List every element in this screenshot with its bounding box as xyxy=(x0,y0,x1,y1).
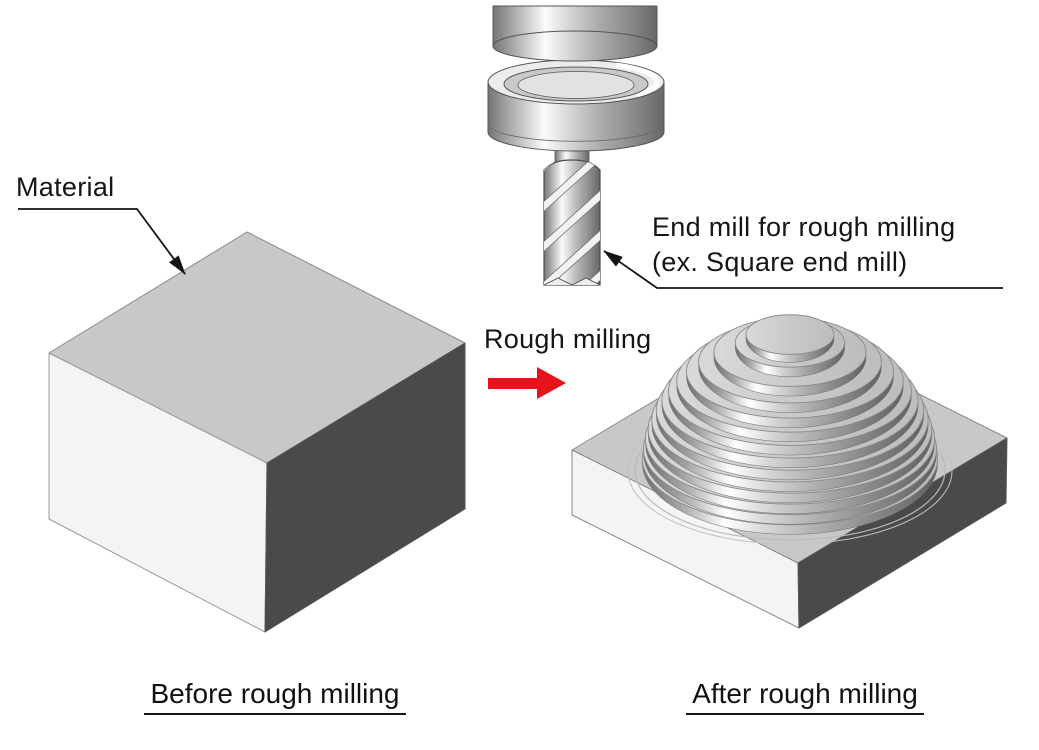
after-base-right-face xyxy=(797,437,1008,629)
collar-chamfer-line xyxy=(488,125,664,142)
dome-step xyxy=(745,314,835,355)
collar-groove-inner xyxy=(517,71,635,99)
process-arrow-icon xyxy=(488,367,566,399)
tool-label-line2: (ex. Square end mill) xyxy=(652,247,908,277)
before-caption-text: Before rough milling xyxy=(144,678,406,715)
process-label: Rough milling xyxy=(484,324,652,354)
cutter-tip-teeth xyxy=(543,277,601,286)
workpiece-after xyxy=(571,314,1008,629)
material-leader-arrow xyxy=(18,208,186,275)
before-caption: Before rough milling xyxy=(110,678,440,715)
material-label: Material xyxy=(16,172,115,202)
collar-body xyxy=(487,81,665,152)
stepped-dome xyxy=(641,314,939,535)
annotations xyxy=(18,208,1003,399)
cube-right-face xyxy=(264,342,466,633)
after-caption: After rough milling xyxy=(650,678,960,715)
after-caption-text: After rough milling xyxy=(686,678,924,715)
flute-section xyxy=(543,159,601,286)
tool-label: End mill for rough milling (ex. Square e… xyxy=(652,210,955,280)
collar-rim-gloss xyxy=(615,62,660,98)
workpiece-before xyxy=(48,231,466,633)
tool-label-line1: End mill for rough milling xyxy=(652,212,956,242)
tool-leader-arrow xyxy=(603,250,1003,289)
end-mill-tool xyxy=(487,5,665,286)
spindle-shaft xyxy=(492,5,658,62)
